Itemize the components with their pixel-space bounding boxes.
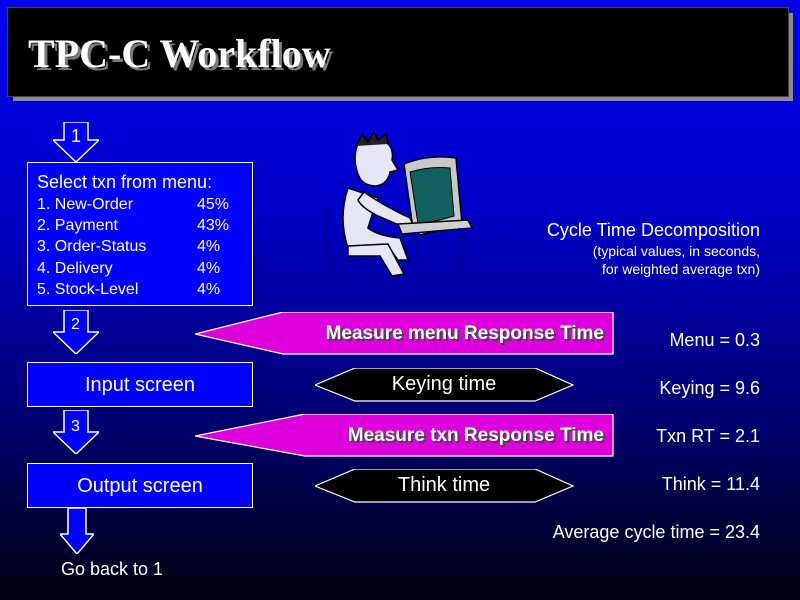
decomposition-title: Cycle Time Decomposition <box>546 220 760 240</box>
go-back-label: Go back to 1 <box>61 559 164 579</box>
average-cycle-value: Average cycle time = 23.4 <box>552 522 760 542</box>
menu-item: 5. Stock-Level 4% <box>37 281 247 299</box>
txn-rt-banner-label: Measure txn Response Time <box>347 425 604 446</box>
txn-rt-banner <box>195 414 614 457</box>
think-time-hexagon <box>315 469 575 503</box>
step-2-arrow <box>53 310 99 354</box>
menu-item: 4. Delivery 4% <box>37 260 247 278</box>
step-1-arrow <box>53 122 99 162</box>
keying-time-label: Keying time <box>391 373 497 395</box>
think-time-label: Think time <box>397 474 491 496</box>
txn-rt-value: Txn RT = 2.1 <box>656 426 760 446</box>
menu-item-pct: 4% <box>197 260 221 277</box>
input-screen-box: Input screen <box>27 362 253 407</box>
step-3-number: 3 <box>71 418 80 435</box>
menu-box: Select txn from menu: 1. New-Order 45% 2… <box>27 162 253 306</box>
output-screen-box: Output screen <box>27 463 253 508</box>
go-back-arrow <box>60 508 94 554</box>
menu-item-name: 1. New-Order <box>37 196 134 213</box>
menu-heading: Select txn from menu: <box>37 172 213 192</box>
menu-value: Menu = 0.3 <box>669 330 760 350</box>
menu-rt-banner-label: Measure menu Response Time <box>325 323 604 344</box>
menu-item: 2. Payment 43% <box>37 217 247 235</box>
menu-item-name: 3. Order-Status <box>37 238 147 255</box>
menu-item-pct: 43% <box>197 217 230 234</box>
step-2-number: 2 <box>71 316 80 333</box>
page-title: TPC-C Workflow <box>28 31 331 76</box>
menu-item: 3. Order-Status 4% <box>37 238 247 256</box>
think-value: Think = 11.4 <box>661 474 760 494</box>
menu-item-pct: 4% <box>197 238 221 255</box>
menu-item-pct: 4% <box>197 281 221 298</box>
keying-value: Keying = 9.6 <box>659 378 760 398</box>
menu-item: 1. New-Order 45% <box>37 196 247 214</box>
menu-item-name: 4. Delivery <box>37 260 113 277</box>
step-1-number: 1 <box>71 126 82 146</box>
decomposition-subtitle: (typical values, in seconds, for weighte… <box>593 242 760 278</box>
menu-rt-banner <box>195 312 614 355</box>
person-at-computer-icon <box>321 130 474 277</box>
decomposition-subtitle-line1: (typical values, in seconds, <box>592 243 760 259</box>
keying-time-hexagon <box>315 368 575 402</box>
menu-item-name: 2. Payment <box>37 217 118 234</box>
title-bar: TPC-C Workflow <box>7 7 789 97</box>
menu-item-pct: 45% <box>197 196 230 213</box>
decomposition-subtitle-line2: for weighted average txn) <box>602 261 760 277</box>
menu-item-name: 5. Stock-Level <box>37 281 139 298</box>
step-3-arrow <box>53 410 99 454</box>
